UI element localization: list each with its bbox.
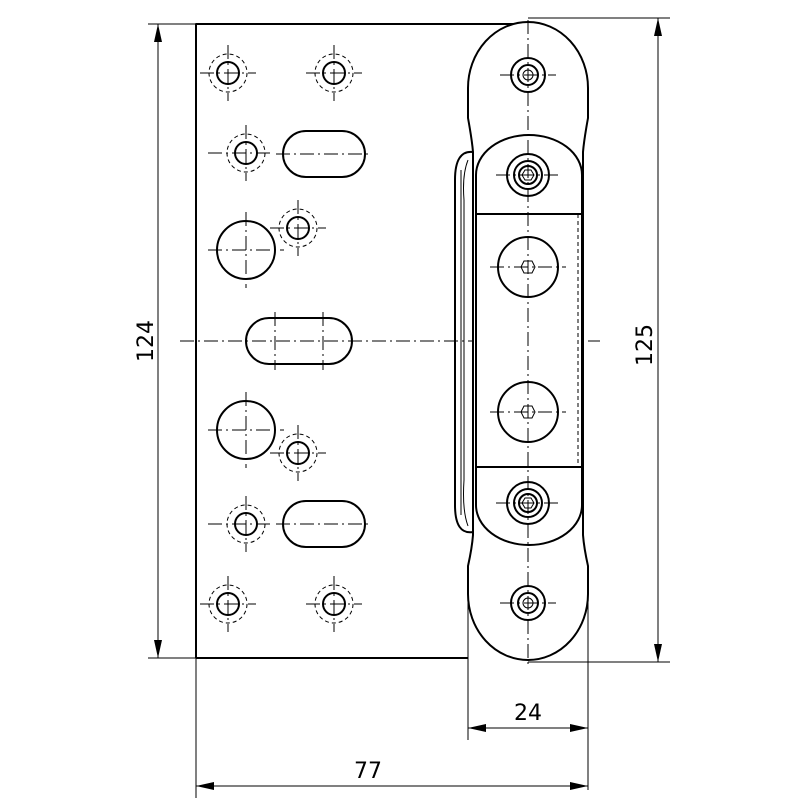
countersunk-hole-top-middle: [306, 45, 362, 101]
hinge-body: [454, 20, 589, 665]
slot-upper: [276, 130, 372, 178]
hinge-adjuster-upper: [490, 236, 566, 298]
countersunk-hole-bottom-middle: [306, 576, 362, 632]
dimension-label-77: 77: [354, 759, 382, 784]
large-hole-upper: [208, 212, 284, 288]
countersunk-hole-upper: [208, 125, 274, 181]
hinge-screw-bottom: [500, 585, 556, 621]
hinge-screw-upper: [496, 153, 560, 197]
dimension-hinge-width: 24: [467, 600, 589, 790]
countersunk-hole-lower-offset: [270, 425, 326, 481]
dimension-label-124: 124: [134, 320, 159, 362]
dimension-label-24: 24: [514, 701, 542, 726]
dimension-hinge-height: 125: [528, 17, 670, 663]
countersunk-hole-top-left: [200, 45, 256, 101]
dimension-plate-height: 124: [134, 23, 196, 659]
hinge-screw-lower: [496, 481, 560, 525]
hinge-adjuster-lower: [490, 381, 566, 443]
slot-lower: [276, 500, 372, 548]
hinge-screw-top: [500, 57, 556, 93]
large-hole-lower: [208, 392, 284, 468]
countersunk-hole-upper-offset: [270, 200, 326, 256]
countersunk-hole-lower: [208, 496, 274, 552]
dimension-overall-width: 77: [195, 658, 588, 798]
dimension-label-125: 125: [633, 324, 658, 366]
countersunk-hole-bottom-left: [200, 576, 256, 632]
slot-center: [245, 312, 353, 370]
